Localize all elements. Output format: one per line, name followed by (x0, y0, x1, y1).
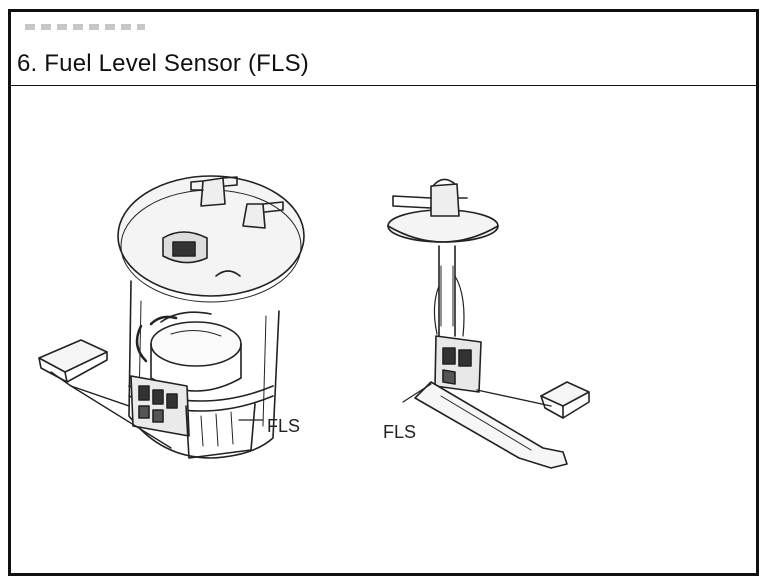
fuel-pump-diagram: FLS FLS (11, 86, 756, 573)
right-fls-callout: FLS (383, 422, 416, 442)
left-fls-callout: FLS (267, 416, 300, 436)
page-frame: 6. Fuel Level Sensor (FLS) (8, 9, 759, 576)
section-header: 6. Fuel Level Sensor (FLS) (11, 12, 756, 86)
left-pump-module-illustration (38, 175, 305, 459)
section-title: 6. Fuel Level Sensor (FLS) (17, 50, 309, 77)
diagram-svg: FLS FLS (38, 175, 590, 469)
right-sender-unit-illustration (387, 178, 590, 469)
scan-header-artifact (25, 24, 145, 30)
